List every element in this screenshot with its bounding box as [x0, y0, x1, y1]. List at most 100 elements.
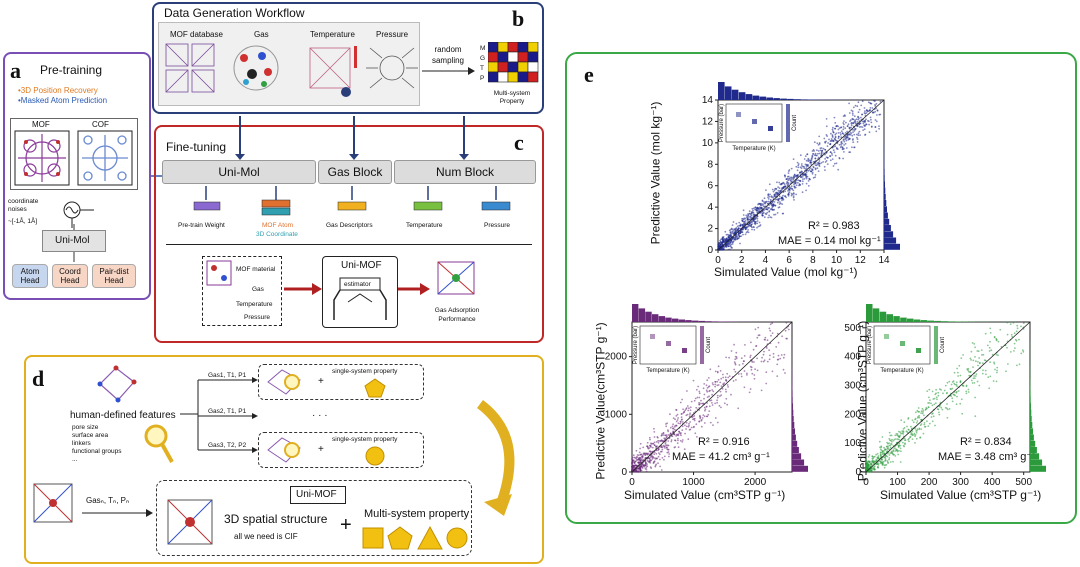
- single-prop-1: single-system property: [332, 368, 398, 375]
- hdf-pore-size: pore size: [72, 424, 99, 431]
- pretrain-unimol-label: Uni-Mol: [55, 235, 90, 246]
- panel-c: [154, 125, 544, 343]
- atom-head: Atom Head: [12, 264, 48, 288]
- cif-label: all we need is CIF: [234, 532, 298, 541]
- gas-label: Gas: [254, 30, 269, 39]
- finetune-divider: [166, 244, 532, 245]
- hdf-functional-groups: functional groups: [72, 448, 122, 455]
- d-ellipsis: · · ·: [312, 410, 328, 421]
- coord-3d-label: 3D Coordinate: [256, 231, 298, 238]
- coord-head: Coord Head: [52, 264, 88, 288]
- chart-top-ylabel: Predictive Value (mol kg⁻¹): [648, 101, 663, 245]
- unimof-estimator-title: Uni-MOF: [341, 260, 382, 271]
- gas-n-arrow: [82, 509, 153, 517]
- d-unimof-label: Uni-MOF: [296, 489, 337, 500]
- chart-top: [680, 80, 912, 285]
- d-spatial-mof-image: [167, 499, 213, 545]
- unimof-estimator-box: [322, 256, 398, 328]
- estimator-label: estimator: [344, 281, 371, 288]
- pretrain-weight-label: Pre-train Weight: [178, 222, 225, 229]
- matrix-row-t: T: [480, 65, 484, 72]
- noise-sine-icon: [63, 201, 94, 228]
- chart-left-xlabel: Simulated Value (cm³STP g⁻¹): [624, 488, 786, 502]
- panel-a: [3, 52, 151, 300]
- mof-material-label: MOF material: [236, 266, 276, 273]
- d-big-plus: +: [340, 514, 352, 536]
- gas-descriptors-label: Gas Descriptors: [326, 222, 373, 229]
- multi-property-label: Multi-system property: [364, 508, 470, 520]
- pretraining-title: Pre-training: [40, 63, 103, 77]
- pentagon-icon: [364, 378, 386, 398]
- single-system-mof-1: [267, 369, 301, 395]
- hdf-branch-arrows: [180, 377, 258, 453]
- noise-label: coordinate noises: [8, 198, 39, 213]
- chart-right-mae: MAE = 3.48 cm³ g⁻¹: [938, 451, 1036, 463]
- chart-top-r2: R² = 0.983: [808, 220, 860, 232]
- estimator-icon: [333, 277, 387, 320]
- chart-left-ylabel: Predictive Value(cm³STP g⁻¹): [593, 322, 608, 480]
- temp-input-label: Temperature: [236, 301, 273, 308]
- property-matrix: [488, 42, 539, 83]
- pressure-label: Pressure: [376, 30, 409, 39]
- single-system-mof-3: [267, 437, 301, 463]
- chart-right-r2: R² = 0.834: [960, 436, 1012, 448]
- pressure-input-label: Pressure: [484, 222, 511, 229]
- num-block: Num Block: [394, 160, 536, 184]
- mof-atom-label: MOF Atom: [262, 222, 294, 229]
- hdf-ellipsis: ...: [72, 456, 78, 463]
- output-structure-image: [437, 261, 475, 295]
- workflow-illustrations: [165, 43, 418, 97]
- task-position-recovery: •3D Position Recovery: [18, 86, 98, 95]
- gas-block: Gas Block: [318, 160, 392, 184]
- workflow-to-finetune-arrows: [235, 116, 469, 160]
- hdf-linkers: linkers: [72, 440, 91, 447]
- hdf-magnifier-icon: [144, 424, 174, 463]
- curved-arrow-icon: [476, 399, 515, 516]
- panel-d-letter: d: [32, 366, 45, 391]
- panel-b-letter: b: [512, 6, 525, 31]
- panel-e: [565, 52, 1077, 524]
- mof-cof-frame: [10, 118, 138, 190]
- branch-3-label: Gas3, T2, P2: [208, 442, 247, 449]
- d-bottom-mof-image: [33, 483, 73, 523]
- single-prop-3: single-system property: [332, 436, 398, 443]
- pretrain-unimol-block: [42, 230, 106, 252]
- pair-dist-head: Pair-dist Head: [92, 264, 136, 288]
- circle-icon: [365, 446, 385, 466]
- hdf-title: human-defined features: [70, 410, 176, 421]
- panel-e-letter: e: [584, 62, 594, 87]
- single-system-box-1: [258, 364, 424, 400]
- temperature-label: Temperature: [310, 30, 355, 39]
- chart-top-xlabel: Simulated Value (mol kg⁻¹): [714, 265, 858, 279]
- multi-system-dashed-box: [156, 480, 472, 556]
- fine-tuning-title: Fine-tuning: [166, 140, 227, 154]
- multi-system-output: Multi-system Property: [493, 90, 531, 105]
- estimator-flow-arrows: [284, 283, 430, 295]
- hdf-mof-image: [97, 365, 137, 403]
- panel-a-letter: a: [10, 58, 21, 83]
- chart-left-r2: R² = 0.916: [698, 436, 750, 448]
- single-system-box-3: [258, 432, 424, 468]
- mof-cof-structure-image: [14, 130, 133, 186]
- hdf-surface-area: surface area: [72, 432, 109, 439]
- single-plus-3: +: [318, 444, 324, 455]
- chart-right-ylabel: Predictive Value (cm³STP g⁻¹): [855, 320, 870, 482]
- spatial-structure-label: 3D spatial structure: [224, 512, 328, 526]
- branch-2-label: Gas2, T1, P1: [208, 408, 247, 415]
- branch-1-label: Gas1, T1, P1: [208, 372, 247, 379]
- gas-n-label: Gasₙ, Tₙ, Pₙ: [86, 496, 130, 505]
- gas-input-label: Gas: [252, 286, 264, 293]
- matrix-row-g: G: [480, 55, 486, 62]
- matrix-row-p: P: [480, 75, 485, 82]
- chart-right-xlabel: Simulated Value (cm³STP g⁻¹): [880, 488, 1042, 502]
- unimol-block: Uni-Mol: [162, 160, 316, 184]
- mof-input-dashed: [202, 256, 282, 326]
- random-sampling-label: random sampling: [431, 45, 464, 65]
- token-bars: [193, 186, 511, 216]
- pressure-cond-label: Pressure: [244, 314, 271, 321]
- mof-database-label: MOF database: [170, 30, 223, 39]
- noise-range: ~[-1Å, 1Å]: [8, 218, 38, 225]
- data-generation-title: Data Generation Workflow: [164, 6, 305, 20]
- mof-label: MOF: [32, 120, 50, 129]
- mof-input-image: [206, 260, 232, 286]
